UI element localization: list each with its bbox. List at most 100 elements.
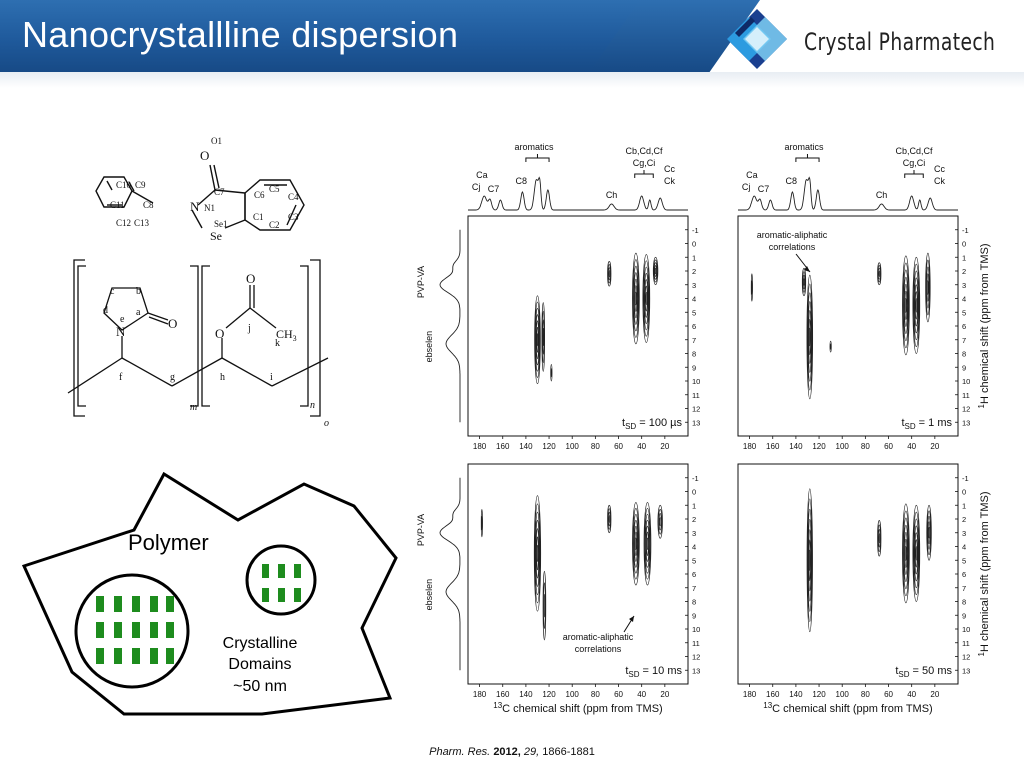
- f1-label-pvpva: PVP-VA: [416, 266, 426, 298]
- atom-label-se: Se: [210, 229, 222, 243]
- y-tick-label: 5: [692, 308, 696, 317]
- cross-peak-4: [607, 261, 612, 287]
- x-tick-label: 120: [812, 690, 826, 699]
- poly-label-g: g: [170, 372, 175, 383]
- aromatics-bracket: [795, 154, 820, 162]
- atom-label-c1: C1: [253, 212, 264, 222]
- atom-label-o1: O1: [211, 136, 222, 146]
- y-tick-label: 1: [692, 501, 696, 510]
- x-tick-label: 160: [496, 690, 510, 699]
- peak-label-aromatics: aromatics: [514, 142, 554, 152]
- y-tick-label: 10: [692, 625, 700, 634]
- peak-label-cbcdcf: Cb,Cd,Cf: [895, 146, 933, 156]
- cross-peak-5: [632, 502, 640, 586]
- cross-peak-6: [643, 502, 652, 586]
- cross-peak-6: [642, 254, 651, 343]
- x-tick-label: 20: [930, 442, 939, 451]
- atom-label-n: N: [190, 199, 200, 214]
- y-tick-label: 4: [962, 543, 966, 552]
- ebselen-structure: O1 O C10 C9 C11 C8 C12 C13 N N1 C7 C6 C5…: [95, 136, 305, 243]
- y-tick-label: 8: [962, 350, 966, 359]
- x-tick-label: 20: [930, 690, 939, 699]
- x-tick-label: 160: [496, 442, 510, 451]
- x-tick-label: 80: [861, 442, 870, 451]
- poly-label-b: b: [136, 286, 141, 297]
- atom-label-c12: C12: [116, 218, 131, 228]
- panel-frame: [467, 215, 689, 437]
- cross-peak-4: [829, 340, 832, 353]
- y-tick-label: 13: [692, 418, 700, 427]
- y-tick-label: 1: [692, 253, 696, 262]
- poly-label-o-sub: o: [324, 418, 329, 429]
- y-tick-label: 13: [962, 666, 970, 675]
- peak-label-ck: Ck: [934, 176, 945, 186]
- cross-peak-3: [750, 273, 753, 302]
- y-tick-label: 2: [962, 267, 966, 276]
- y-tick-label: 7: [962, 584, 966, 593]
- atom-label-c9: C9: [135, 180, 146, 190]
- y-tick-label: 5: [962, 556, 966, 565]
- y-tick-label: 9: [692, 363, 696, 372]
- cross-peak-7: [652, 256, 659, 286]
- x-tick-label: 40: [637, 690, 646, 699]
- citation-journal: Pharm. Res.: [429, 746, 491, 758]
- poly-label-m: m: [190, 402, 197, 413]
- y-tick-label: 0: [962, 488, 966, 497]
- peak-label-cgci: Cg,Ci: [633, 158, 656, 168]
- cbcdcf-bracket: [904, 170, 924, 178]
- cross-peak-6: [902, 255, 910, 356]
- cross-peak-7: [912, 256, 921, 354]
- y-tick-label: -1: [692, 474, 699, 483]
- poly-label-k: k: [275, 338, 280, 349]
- x-tick-label: 180: [473, 690, 487, 699]
- brand-name: Crystal Pharmatech: [804, 28, 996, 56]
- peak-label-cj: Cj: [742, 182, 751, 192]
- y-tick-label: 7: [692, 336, 696, 345]
- x-tick-label: 120: [542, 690, 556, 699]
- cross-peak-1: [806, 488, 813, 633]
- domain-label-line2: Domains: [228, 656, 291, 673]
- cross-peak-3: [902, 503, 910, 604]
- x-tick-label: 100: [836, 442, 850, 451]
- y-tick-label: 10: [692, 377, 700, 386]
- header-bar: [0, 0, 700, 72]
- atom-label-c3: C3: [288, 212, 299, 222]
- y-tick-label: 7: [962, 336, 966, 345]
- y-tick-label: 10: [962, 625, 970, 634]
- peak-label-c8: C8: [516, 176, 528, 186]
- y-tick-label: 8: [692, 350, 696, 359]
- x-tick-label: 80: [861, 690, 870, 699]
- atom-label-c13: C13: [134, 218, 150, 228]
- poly-label-i: i: [270, 372, 273, 383]
- atom-label-c6: C6: [254, 190, 265, 200]
- atom-label-c10: C10: [116, 180, 132, 190]
- poly-label-c: c: [110, 286, 115, 297]
- cross-peak-2: [541, 302, 546, 372]
- x-tick-label: 40: [907, 442, 916, 451]
- domain-label-line1: Crystalline: [223, 635, 298, 652]
- slide-header: Nanocrystallline dispersion Crystal Phar…: [0, 0, 1024, 92]
- y-tick-label: 11: [692, 391, 700, 400]
- tsd-label: tSD = 10 ms: [625, 665, 682, 679]
- crystal-lattice-small: [262, 564, 301, 602]
- y-tick-label: 6: [692, 322, 696, 331]
- cross-peak-1: [534, 295, 541, 385]
- polymer-matrix: [22, 471, 398, 716]
- x-tick-label: 120: [542, 442, 556, 451]
- x-tick-label: 80: [591, 690, 600, 699]
- y-tick-label: 13: [962, 418, 970, 427]
- tsd-label: tSD = 1 ms: [901, 417, 952, 431]
- y-tick-label: 2: [692, 515, 696, 524]
- atom-label-n1: N1: [204, 203, 215, 213]
- poly-label-acyl-o: O: [246, 271, 255, 286]
- x-tick-label: 120: [812, 442, 826, 451]
- citation-pages: 1866-1881: [539, 746, 595, 758]
- dispersion-schematic: Polymer Crystalline Domains ~50 nm: [22, 471, 398, 716]
- tsd-label: tSD = 100 µs: [622, 417, 682, 431]
